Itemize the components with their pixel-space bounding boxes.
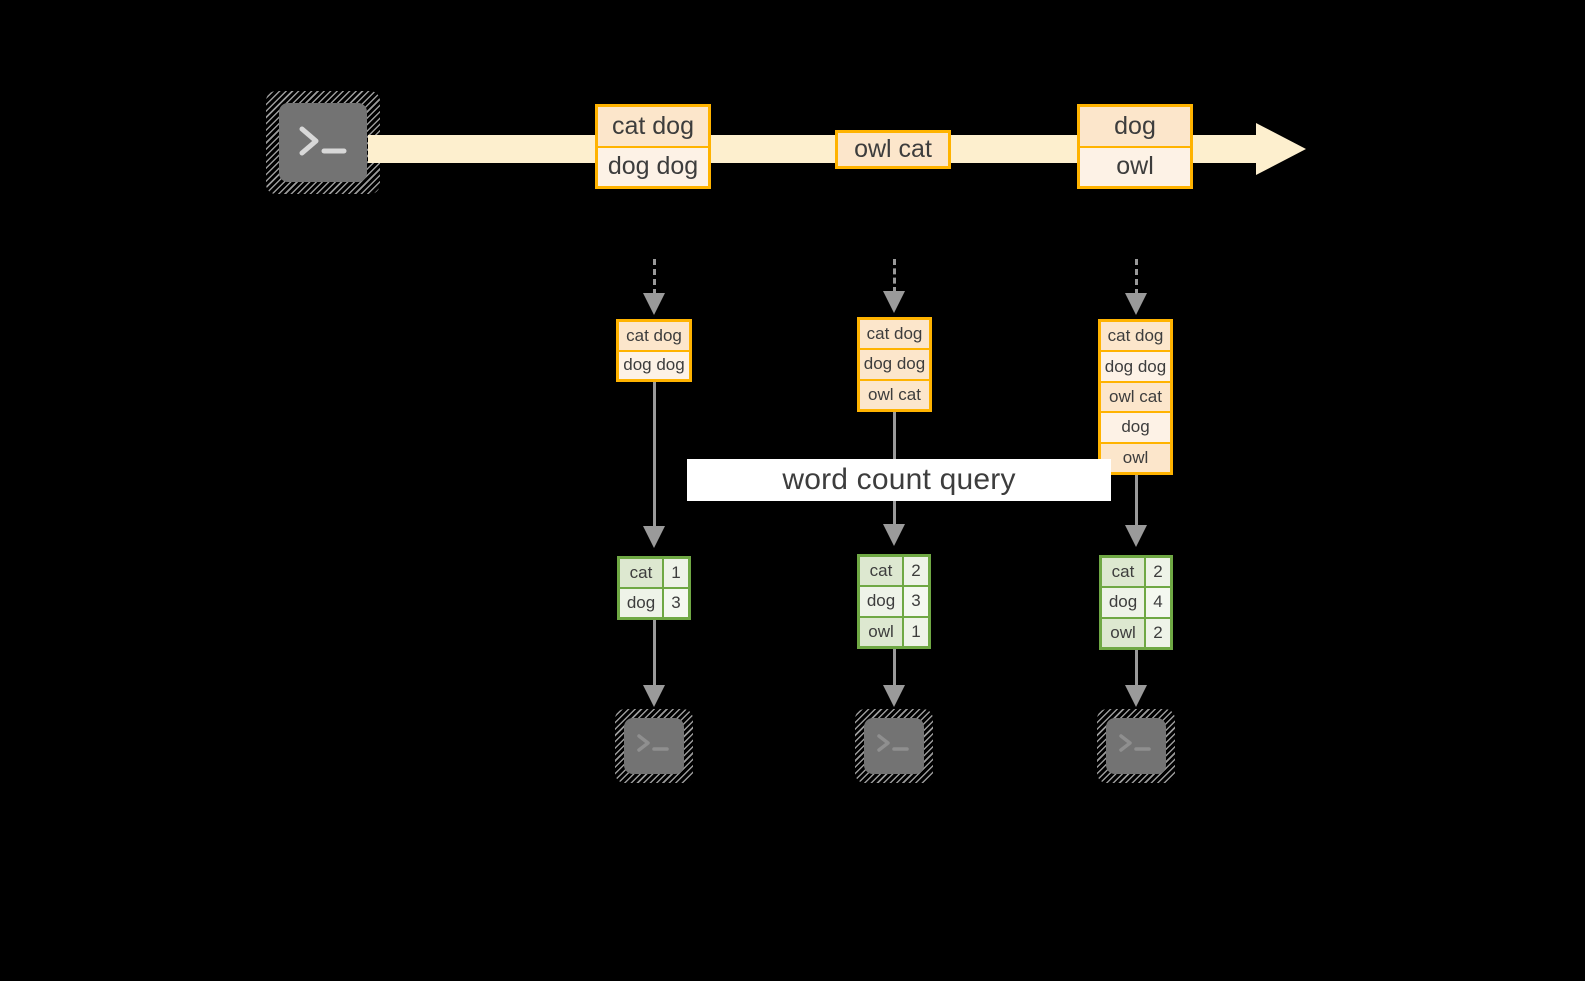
result-row: cat 1 — [620, 559, 688, 589]
input-row: cat dog — [1101, 322, 1170, 353]
terminal-face — [1106, 718, 1166, 774]
trigger-1-sink-terminal-icon — [615, 709, 693, 783]
terminal-prompt-icon — [1119, 734, 1151, 752]
trigger-2-dashed-arrowhead — [883, 291, 905, 313]
trigger-2-sink-terminal-icon — [855, 709, 933, 783]
trigger-2-query-arrowhead — [883, 524, 905, 546]
trigger-1-dashed-connector — [653, 259, 656, 295]
result-count-cell: 1 — [904, 617, 928, 646]
trigger-2-sink-connector — [893, 649, 896, 687]
trigger-3-input-table: cat dog dog dog owl cat dog owl — [1098, 319, 1173, 475]
stream-batch-2-line: owl cat — [838, 133, 948, 166]
input-row: cat dog — [860, 320, 929, 351]
trigger-1-result-table: cat 1 dog 3 — [617, 556, 691, 620]
result-count-cell: 4 — [1146, 588, 1170, 617]
result-count-cell: 3 — [904, 587, 928, 616]
terminal-face — [279, 103, 367, 182]
result-count-cell: 2 — [904, 557, 928, 586]
result-row: owl 1 — [860, 617, 928, 646]
trigger-3-sink-terminal-icon — [1097, 709, 1175, 783]
trigger-1-input-table: cat dog dog dog — [616, 319, 692, 382]
input-row: owl cat — [1101, 382, 1170, 414]
trigger-2-result-table: cat 2 dog 3 owl 1 — [857, 554, 931, 649]
trigger-1-dashed-arrowhead — [643, 293, 665, 315]
trigger-1-sink-connector — [653, 620, 656, 687]
result-word-cell: dog — [620, 589, 664, 617]
trigger-3-dashed-connector — [1135, 259, 1138, 295]
trigger-3-sink-connector — [1135, 650, 1138, 687]
stream-batch-1-line: dog dog — [598, 147, 708, 186]
result-word-cell: owl — [860, 617, 904, 646]
terminal-face — [864, 718, 924, 774]
trigger-2-dashed-connector — [893, 259, 896, 293]
trigger-2-input-table: cat dog dog dog owl cat — [857, 317, 932, 412]
result-count-cell: 3 — [664, 589, 688, 617]
stream-batch-3-line: dog — [1080, 107, 1190, 148]
trigger-3-dashed-arrowhead — [1125, 293, 1147, 315]
result-word-cell: dog — [1102, 588, 1146, 617]
input-row: dog dog — [619, 351, 689, 379]
result-count-cell: 2 — [1146, 558, 1170, 587]
stream-batch-1: cat dog dog dog — [595, 104, 711, 189]
query-banner: word count query — [687, 459, 1111, 501]
trigger-1-query-arrowhead — [643, 526, 665, 548]
result-word-cell: cat — [620, 559, 664, 587]
result-word-cell: dog — [860, 587, 904, 616]
query-banner-label: word count query — [782, 463, 1016, 496]
trigger-1-query-connector — [653, 382, 656, 528]
stream-batch-2: owl cat — [835, 130, 951, 169]
input-row: dog — [1101, 413, 1170, 444]
source-terminal-icon — [266, 91, 380, 194]
result-row: owl 2 — [1102, 618, 1170, 647]
trigger-3-result-table: cat 2 dog 4 owl 2 — [1099, 555, 1173, 650]
input-row: dog dog — [1101, 352, 1170, 383]
result-count-cell: 2 — [1146, 618, 1170, 647]
result-row: cat 2 — [860, 557, 928, 588]
input-row: cat dog — [619, 322, 689, 352]
result-row: cat 2 — [1102, 558, 1170, 589]
terminal-prompt-icon — [299, 126, 347, 156]
trigger-1-sink-arrowhead — [643, 685, 665, 707]
result-word-cell: owl — [1102, 618, 1146, 647]
result-count-cell: 1 — [664, 559, 688, 587]
result-row: dog 3 — [860, 587, 928, 618]
trigger-3-sink-arrowhead — [1125, 685, 1147, 707]
input-row: owl — [1101, 443, 1170, 472]
terminal-face — [624, 718, 684, 774]
stream-batch-3-line: owl — [1080, 147, 1190, 186]
terminal-prompt-icon — [637, 734, 669, 752]
result-row: dog 3 — [620, 589, 688, 617]
trigger-3-query-arrowhead — [1125, 525, 1147, 547]
trigger-2-sink-arrowhead — [883, 685, 905, 707]
input-row: owl cat — [860, 380, 929, 409]
terminal-prompt-icon — [877, 734, 909, 752]
trigger-3-query-connector — [1135, 475, 1138, 527]
stream-batch-1-line: cat dog — [598, 107, 708, 148]
result-row: dog 4 — [1102, 588, 1170, 619]
result-word-cell: cat — [1102, 558, 1146, 587]
result-word-cell: cat — [860, 557, 904, 586]
stream-batch-3: dog owl — [1077, 104, 1193, 189]
input-row: dog dog — [860, 350, 929, 381]
stream-arrow-head — [1256, 123, 1306, 175]
